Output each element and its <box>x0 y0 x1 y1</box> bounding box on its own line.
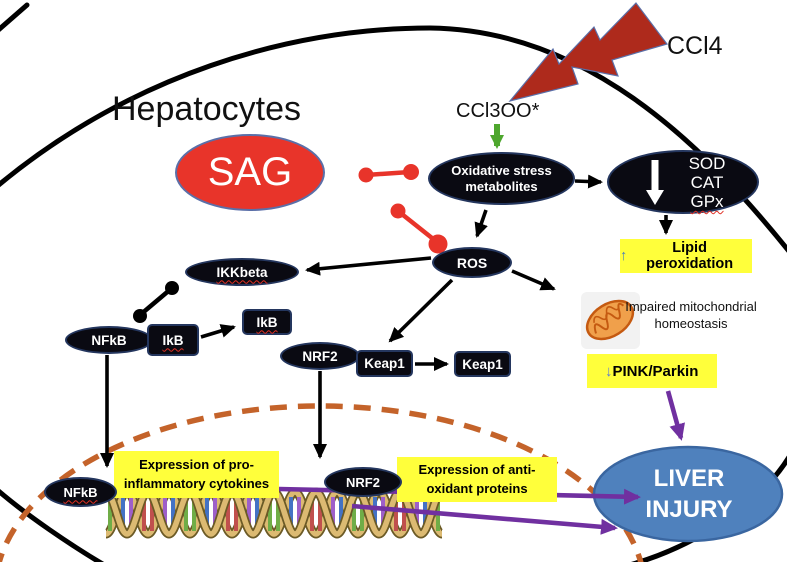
lipid-peroxidation-box: ↑ Lipid peroxidation <box>620 239 752 273</box>
ccl4-bolt-icon <box>508 2 669 103</box>
inhibition-sag-to-ros <box>390 203 448 254</box>
arrow-ros-to-mitochondria <box>511 269 556 291</box>
mitochondria-icon <box>581 292 640 349</box>
keap1-released-box: Keap1 <box>454 351 511 377</box>
keap1-bound-box: Keap1 <box>356 350 413 377</box>
ikb-released-box: IkB <box>242 309 292 335</box>
inhibition-ikkbeta-to-nfkb <box>133 281 179 323</box>
oxidative-stress-node: Oxidative stress metabolites <box>428 152 575 205</box>
ikkbeta-label: IKKbeta <box>216 264 268 280</box>
enzyme-sod-label: SOD <box>688 154 726 173</box>
expression-anti-label: Expression of anti-oxidant proteins <box>418 462 536 496</box>
arrow-pink-to-liver <box>665 390 685 441</box>
arrow-ros-to-ikkbeta <box>305 256 432 276</box>
enzyme-gpx-label: GPx <box>690 192 724 212</box>
inhibition-sag-to-oxidative <box>358 164 419 183</box>
ros-label: ROS <box>456 254 488 271</box>
arrow-oxidative-to-ros <box>474 209 488 238</box>
cell-title: Hepatocytes <box>112 90 301 128</box>
ikb-bound-label: IkB <box>162 332 184 348</box>
sag-node: SAG <box>175 134 325 211</box>
arrow-ikb-release <box>200 324 236 339</box>
pink-parkin-box: ↓PINK/Parkin <box>587 354 717 388</box>
mitochondria-caption: Impaired mitochondrial homeostasis <box>625 299 757 331</box>
keap1-released-label: Keap1 <box>462 356 503 372</box>
ikb-released-label: IkB <box>256 314 278 330</box>
decrease-arrow-glyph: ↓ <box>605 362 613 380</box>
nrf2-nuclear-node: NRF2 <box>324 467 402 497</box>
expression-pro-box: Expression of pro-inflammatory cytokines <box>114 451 279 498</box>
black-arrows <box>100 174 673 468</box>
sag-label: SAG <box>207 150 293 194</box>
increase-arrow-glyph: ↑ <box>620 248 628 264</box>
enzyme-decrease-arrow-icon <box>646 160 664 205</box>
nfkb-nuclear-label: NFkB <box>63 484 98 500</box>
nrf2-nuclear-label: NRF2 <box>346 474 380 490</box>
pink-parkin-label: PINK/Parkin <box>612 362 699 380</box>
ccl3oo-label: CCl3OO* <box>456 100 540 122</box>
ccl4-label: CCl4 <box>667 32 723 60</box>
nrf2-node: NRF2 <box>280 342 360 370</box>
expression-anti-box: Expression of anti-oxidant proteins <box>397 457 557 502</box>
oxidative-stress-label: Oxidative stress metabolites <box>451 162 552 194</box>
nfkb-node: NFkB <box>65 326 153 354</box>
arrow-anti-to-liver <box>351 503 618 535</box>
keap1-bound-label: Keap1 <box>364 356 405 371</box>
enzyme-cat-label: CAT <box>690 173 724 193</box>
ikb-bound-box: IkB <box>147 324 199 356</box>
dna-helix-icon <box>106 492 442 534</box>
lipid-peroxidation-label: Lipid peroxidation <box>646 240 734 272</box>
ros-node: ROS <box>432 247 512 278</box>
corner-membrane-stub <box>0 2 30 32</box>
nfkb-label: NFkB <box>91 332 127 348</box>
arrow-oxidative-to-enzymes <box>574 174 603 189</box>
nrf2-label: NRF2 <box>302 348 338 364</box>
enzymes-node: SOD CAT GPx <box>607 150 759 214</box>
arrow-ros-to-keap1 <box>388 278 454 343</box>
liver-injury-label: LIVER INJURY <box>645 465 733 524</box>
nfkb-nuclear-node: NFkB <box>44 477 117 507</box>
expression-pro-label: Expression of pro-inflammatory cytokines <box>123 457 270 491</box>
ikkbeta-node: IKKbeta <box>185 258 299 286</box>
